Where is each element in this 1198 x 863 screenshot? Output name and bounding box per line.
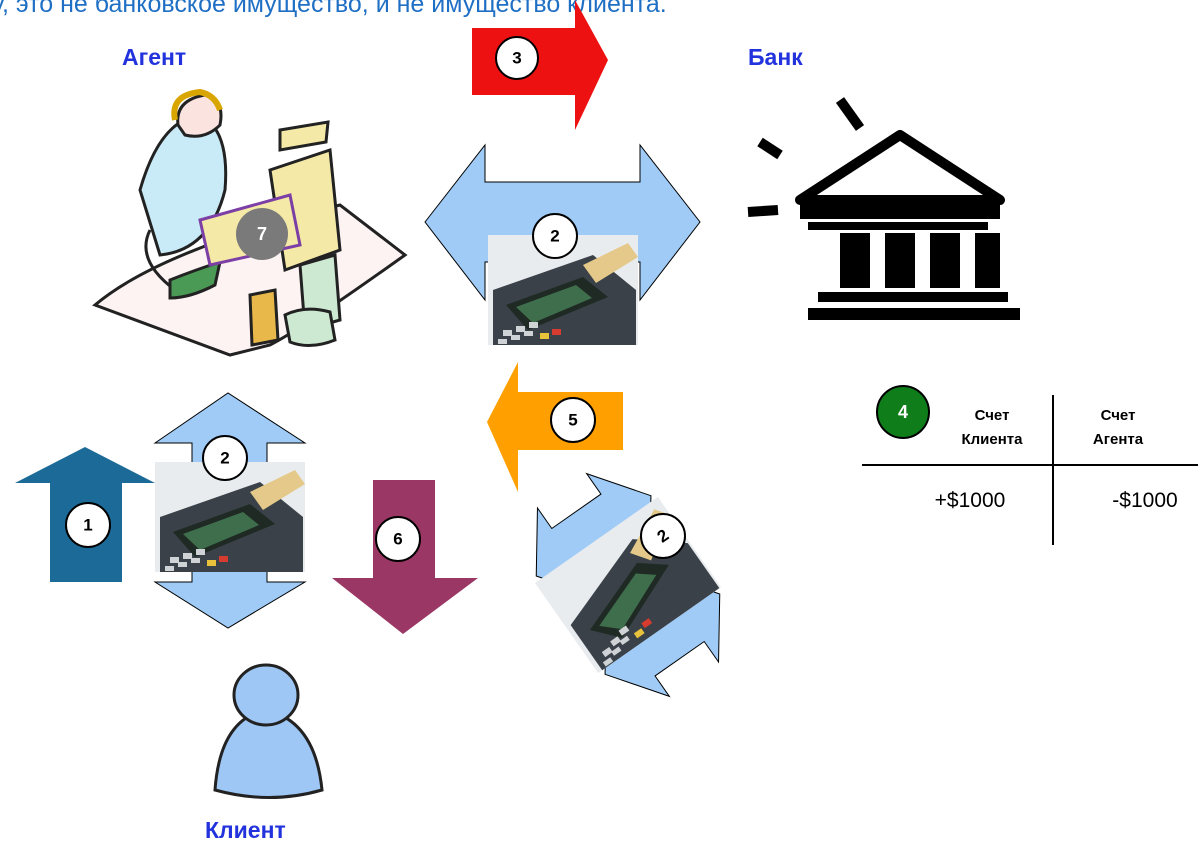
step-6-label: 6: [393, 530, 402, 549]
step-6-arrow: 6: [332, 480, 478, 634]
step-2-bank-label: 2: [550, 227, 559, 246]
bank-icon: [747, 97, 1020, 320]
ledger-agent-value: -$1000: [1112, 489, 1177, 512]
step-3-arrow: 3: [472, 0, 608, 130]
account-ledger: 4 Счет Клиента Счет Агента +$1000 -$1000: [862, 385, 1198, 545]
step-4-label: 4: [898, 402, 908, 422]
step-2-rotated-arrow: 2: [535, 472, 721, 698]
step-2-client-label: 2: [220, 449, 229, 468]
ledger-col2-line1: Счет: [1101, 407, 1136, 424]
step-7-label: 7: [257, 224, 267, 244]
step-2-client-arrow: 2: [153, 392, 307, 629]
ledger-col2-line2: Агента: [1093, 431, 1144, 448]
step-3-label: 3: [512, 49, 521, 68]
agent-icon: 7: [92, 88, 408, 357]
ledger-col1-line1: Счет: [975, 407, 1010, 424]
ledger-col1-line2: Клиента: [962, 431, 1024, 448]
step-1-label: 1: [83, 516, 92, 535]
step-5-label: 5: [568, 411, 577, 430]
step-5-arrow: 5: [487, 362, 623, 492]
bank-label: Банк: [748, 44, 803, 70]
step-1-arrow: 1: [15, 447, 155, 582]
step-2-bank-arrow: 2: [424, 143, 701, 345]
client-label: Клиент: [205, 817, 286, 843]
caption-text: у, это не банковское имущество, и не иму…: [0, 0, 667, 18]
ledger-client-value: +$1000: [935, 489, 1006, 512]
client-icon: [213, 663, 324, 799]
agent-label: Агент: [122, 44, 187, 70]
